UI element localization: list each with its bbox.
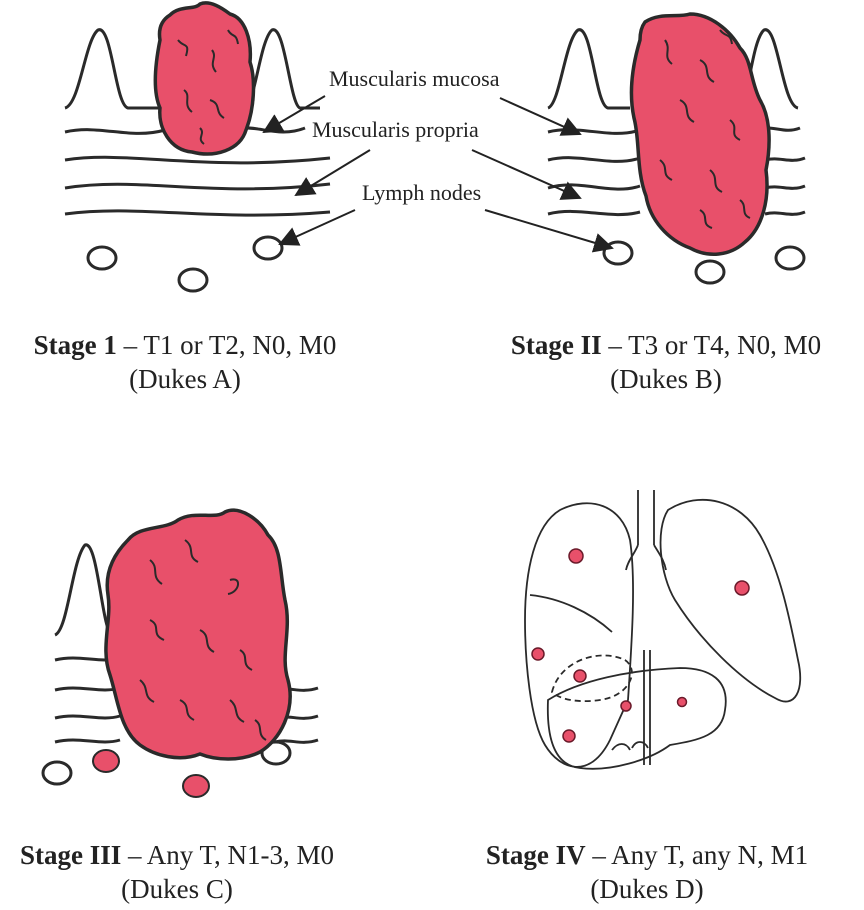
muscularis-propria-layer xyxy=(548,185,640,189)
stage-tnm: – Any T, N1-3, M0 xyxy=(128,840,334,870)
muscularis-propria-layer xyxy=(65,184,330,189)
left-lung xyxy=(525,503,633,767)
liver-segment xyxy=(552,655,632,701)
stage-4-caption: Stage IV – Any T, any N, M1 (Dukes D) xyxy=(430,838,864,906)
muscularis-propria-layer xyxy=(65,157,330,163)
muscularis-propria-layer xyxy=(55,688,120,690)
lymph-node xyxy=(88,247,116,269)
stage-name: Stage II xyxy=(511,330,602,360)
stage-1-caption: Stage 1 – T1 or T2, N0, M0 (Dukes A) xyxy=(0,328,370,396)
muscularis-mucosa-layer xyxy=(240,128,305,132)
muscularis-mucosa-layer xyxy=(65,130,165,134)
stage-dukes: (Dukes D) xyxy=(430,872,864,906)
stage-3-caption: Stage III – Any T, N1-3, M0 (Dukes C) xyxy=(0,838,372,906)
stage-tnm: – T1 or T2, N0, M0 xyxy=(124,330,337,360)
lymph-node xyxy=(604,242,632,264)
stage-dukes: (Dukes C) xyxy=(0,872,372,906)
distant-metastases xyxy=(532,549,749,742)
muscularis-propria-layer xyxy=(55,716,120,718)
trachea xyxy=(638,490,654,545)
mucosa-villi xyxy=(65,30,160,108)
lung-fissure xyxy=(530,595,612,632)
bowel-hint xyxy=(612,742,648,750)
tumor-stage-3 xyxy=(106,510,290,759)
liver xyxy=(548,668,726,769)
muscularis-propria-layer xyxy=(765,158,805,160)
stage-tnm: – Any T, any N, M1 xyxy=(592,840,808,870)
right-lung xyxy=(661,500,801,702)
label-muscularis-propria: Muscularis propria xyxy=(312,117,479,142)
lymph-node xyxy=(179,269,207,291)
stage-dukes: (Dukes A) xyxy=(0,362,370,396)
muscularis-propria-layer xyxy=(765,212,805,214)
stage-2-caption: Stage II – T3 or T4, N0, M0 (Dukes B) xyxy=(468,328,864,396)
muscularis-mucosa-layer xyxy=(548,130,640,134)
lymph-node xyxy=(696,261,724,283)
muscularis-propria-layer xyxy=(55,740,120,742)
stage-name: Stage IV xyxy=(486,840,586,870)
stage-tnm: – T3 or T4, N0, M0 xyxy=(608,330,821,360)
lymph-node xyxy=(254,237,282,259)
label-lymph-nodes: Lymph nodes xyxy=(362,180,481,205)
lymph-node xyxy=(776,247,804,269)
muscularis-propria-layer xyxy=(548,211,640,214)
stage-dukes: (Dukes B) xyxy=(468,362,864,396)
muscularis-propria-layer xyxy=(548,158,640,162)
stage-name: Stage 1 xyxy=(34,330,117,360)
mucosa-villi xyxy=(548,30,630,108)
mucosa-villi xyxy=(245,30,320,108)
stage-name: Stage III xyxy=(20,840,121,870)
lymph-node xyxy=(43,762,71,784)
muscularis-propria-layer xyxy=(65,211,330,215)
tumor-stage-1 xyxy=(155,3,253,154)
stage-4-panel xyxy=(525,490,800,769)
muscularis-propria-layer xyxy=(765,186,805,188)
label-muscularis-mucosa: Muscularis mucosa xyxy=(329,66,500,91)
